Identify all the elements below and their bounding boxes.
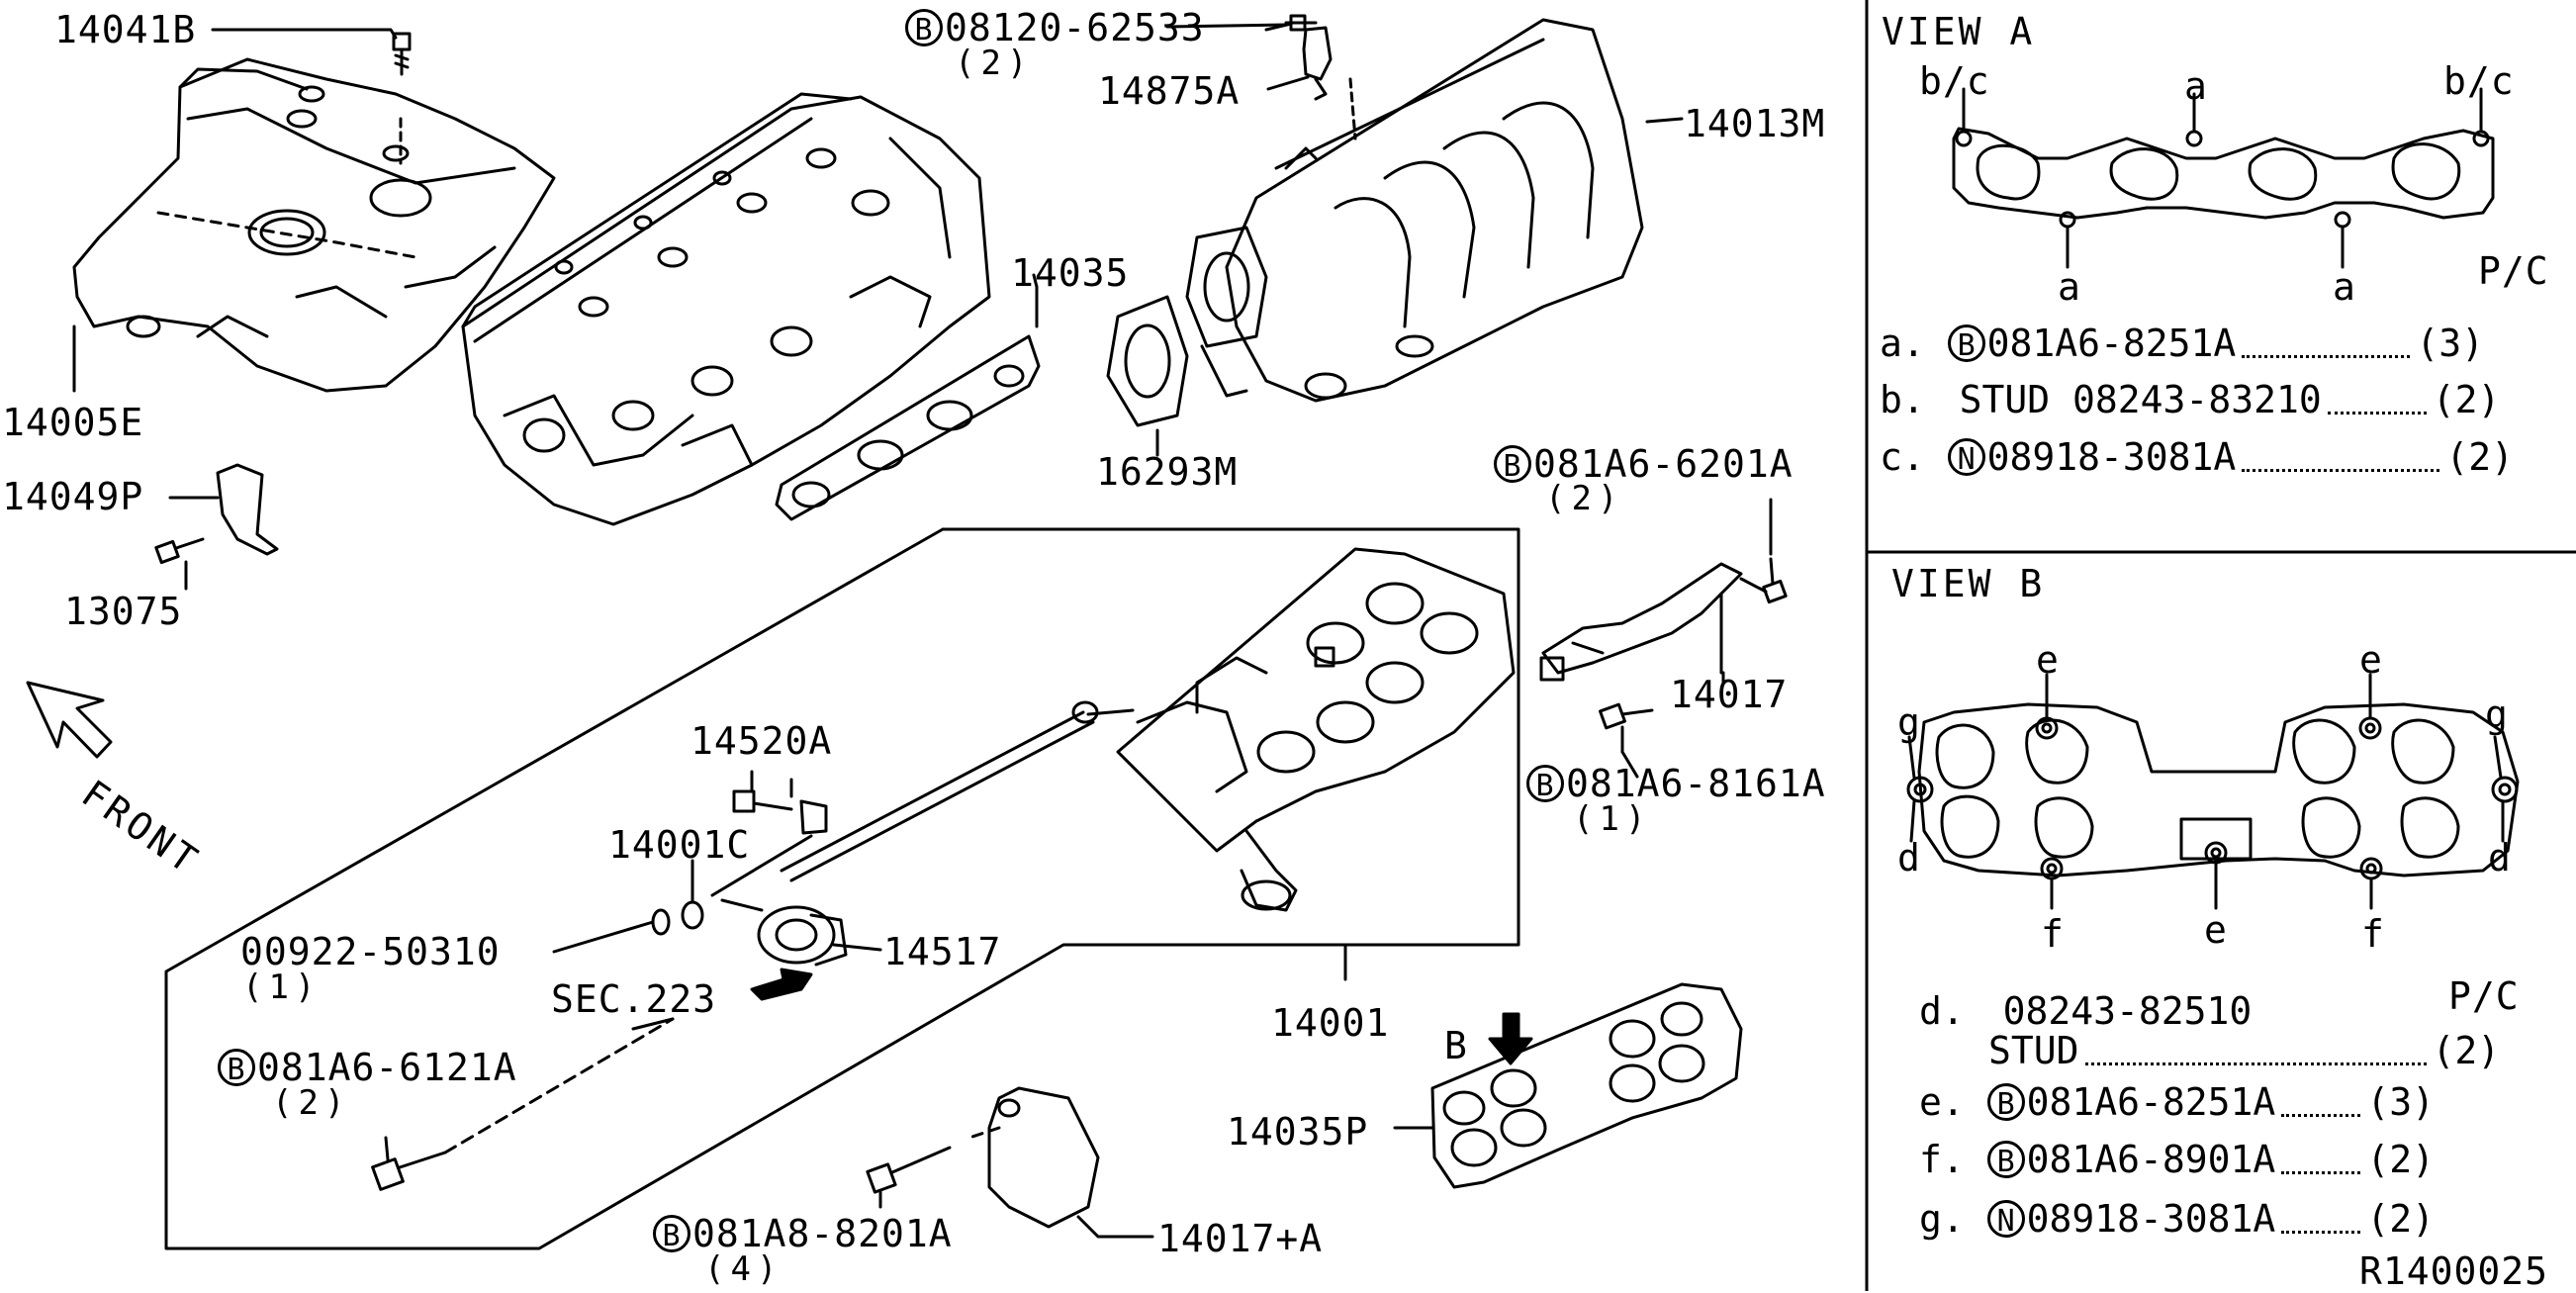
view-b-arrow xyxy=(1488,1012,1533,1065)
throttle-gasket-16293m-drawing xyxy=(1106,226,1268,457)
label-14001c: 14001C xyxy=(608,823,751,867)
washers-drawing xyxy=(552,859,704,954)
label-14875a: 14875A xyxy=(1098,69,1241,113)
front-arrow xyxy=(26,681,113,759)
cylinder-head-drawing xyxy=(461,92,991,526)
view-a-marker-bc-right: b/c xyxy=(2443,59,2515,103)
sensor-14875a-drawing xyxy=(1264,14,1333,101)
label-14517: 14517 xyxy=(883,930,1002,973)
label-14035: 14035 xyxy=(1011,251,1130,295)
qty-8201: (4) xyxy=(704,1249,783,1289)
label-14520a: 14520A xyxy=(690,719,833,763)
bolt-14520a-drawing xyxy=(732,770,828,835)
view-b-marker-e-left: e xyxy=(2036,638,2060,682)
qty-08120: (2) xyxy=(955,44,1034,83)
view-a-marker-a-top: a xyxy=(2184,64,2208,108)
bolt-symbol: B xyxy=(905,8,943,47)
bolt-symbol: B xyxy=(218,1048,255,1087)
bolt-14041b-drawing xyxy=(211,28,412,76)
label-14017a: 14017+A xyxy=(1157,1217,1324,1260)
bolt-symbol: B xyxy=(1526,764,1564,803)
view-b-marker-e-right: e xyxy=(2359,638,2383,682)
label-16293m: 16293M xyxy=(1096,450,1239,494)
label-14035p: 14035P xyxy=(1227,1110,1369,1154)
qty-8161: (1) xyxy=(1573,799,1652,839)
bracket-14049p-drawing xyxy=(154,463,279,591)
label-14049p: 14049P xyxy=(2,475,144,518)
view-a-marker-a-left: a xyxy=(2058,265,2081,309)
bracket-14017-drawing xyxy=(1539,557,1788,754)
view-b-marker-d-right: d xyxy=(2488,836,2512,879)
view-b-marker-f-right: f xyxy=(2361,912,2385,956)
label-14001: 14001 xyxy=(1271,1001,1390,1045)
qty-6201: (2) xyxy=(1545,479,1624,518)
qty-6121: (2) xyxy=(272,1083,351,1123)
view-b-marker-g-left: g xyxy=(1897,700,1921,744)
view-b-item-d-stud: STUD(2) xyxy=(1988,1029,2501,1072)
view-a-item-b: b. STUD 08243-83210(2) xyxy=(1880,378,2501,421)
label-14017: 14017 xyxy=(1670,673,1789,716)
engine-cover-drawing xyxy=(72,57,556,393)
view-b-marker-f-left: f xyxy=(2041,912,2065,956)
view-a-marker-a-right: a xyxy=(2333,265,2356,309)
bolt-6121a-drawing xyxy=(371,1017,675,1191)
label-b-marker: B xyxy=(1444,1024,1468,1067)
leader-lines xyxy=(710,21,1773,981)
panel-frame xyxy=(1865,0,2576,1291)
view-b-item-d: d. 08243-82510 xyxy=(1919,989,2253,1033)
label-sec223: SEC.223 xyxy=(551,977,717,1021)
nut-symbol: N xyxy=(1986,1199,2025,1239)
view-b-marker-d-left: d xyxy=(1897,836,1921,879)
qty-00922: (1) xyxy=(242,968,322,1007)
nut-symbol: N xyxy=(1947,437,1985,477)
view-b-gasket-drawing xyxy=(1906,673,2520,910)
lower-manifold-14001-drawing xyxy=(1116,547,1516,912)
view-b-marker-e-bottom: e xyxy=(2204,908,2228,952)
reference-number: R1400025 xyxy=(2359,1249,2549,1293)
bracket-14017a-drawing xyxy=(866,1086,1154,1239)
bolt-symbol: B xyxy=(1986,1140,2025,1179)
label-00922-50310: 00922-50310 xyxy=(240,930,501,973)
gasket-14035-drawing xyxy=(775,285,1041,521)
gasket-14035p-drawing xyxy=(1393,982,1743,1189)
view-a-title: VIEW A xyxy=(1882,10,2036,53)
intake-manifold-14013m-drawing xyxy=(1225,18,1684,403)
view-b-pc: P/C xyxy=(2448,974,2520,1018)
view-a-pc: P/C xyxy=(2478,249,2549,293)
sec223-arrow xyxy=(750,968,813,1001)
bolt-symbol: B xyxy=(1986,1082,2025,1122)
label-14005e: 14005E xyxy=(2,401,144,444)
view-a-gasket-drawing xyxy=(1952,87,2495,269)
view-b-marker-g-right: g xyxy=(2485,693,2509,736)
assembly-frame xyxy=(164,527,1520,1250)
bolt-symbol: B xyxy=(653,1214,690,1253)
bolt-symbol: B xyxy=(1494,444,1531,484)
pipe-drawing xyxy=(780,700,1135,882)
label-14041b: 14041B xyxy=(54,8,197,51)
valve-14517-drawing xyxy=(720,898,882,967)
view-b-title: VIEW B xyxy=(1891,562,2046,605)
label-14013m: 14013M xyxy=(1684,102,1826,145)
view-a-marker-bc-left: b/c xyxy=(1919,59,1990,103)
label-13075: 13075 xyxy=(64,590,183,633)
bolt-symbol: B xyxy=(1947,323,1985,363)
